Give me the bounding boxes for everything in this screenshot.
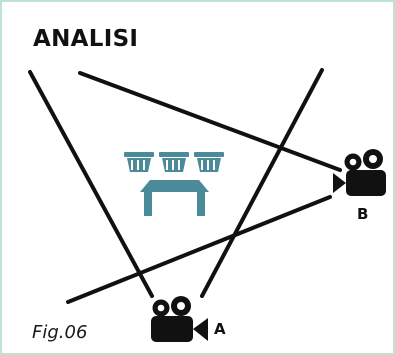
camera-b-sight-line-top xyxy=(78,71,342,172)
camera-a-sight-line-left xyxy=(28,70,154,298)
camera-b-sight-line-bottom xyxy=(66,195,332,304)
basket-icon xyxy=(124,152,154,172)
camera-a-sight-line-right xyxy=(200,68,324,298)
camera-b-label: B xyxy=(357,205,369,223)
figure-title: ANALISI xyxy=(33,26,139,52)
table-icon xyxy=(140,180,209,216)
basket-icon xyxy=(194,152,224,172)
video-camera-icon xyxy=(333,149,386,196)
figure-number-label: Fig.06 xyxy=(32,322,88,343)
camera-a-label: A xyxy=(214,320,226,338)
video-camera-icon xyxy=(151,296,208,342)
basket-icon xyxy=(159,152,189,172)
